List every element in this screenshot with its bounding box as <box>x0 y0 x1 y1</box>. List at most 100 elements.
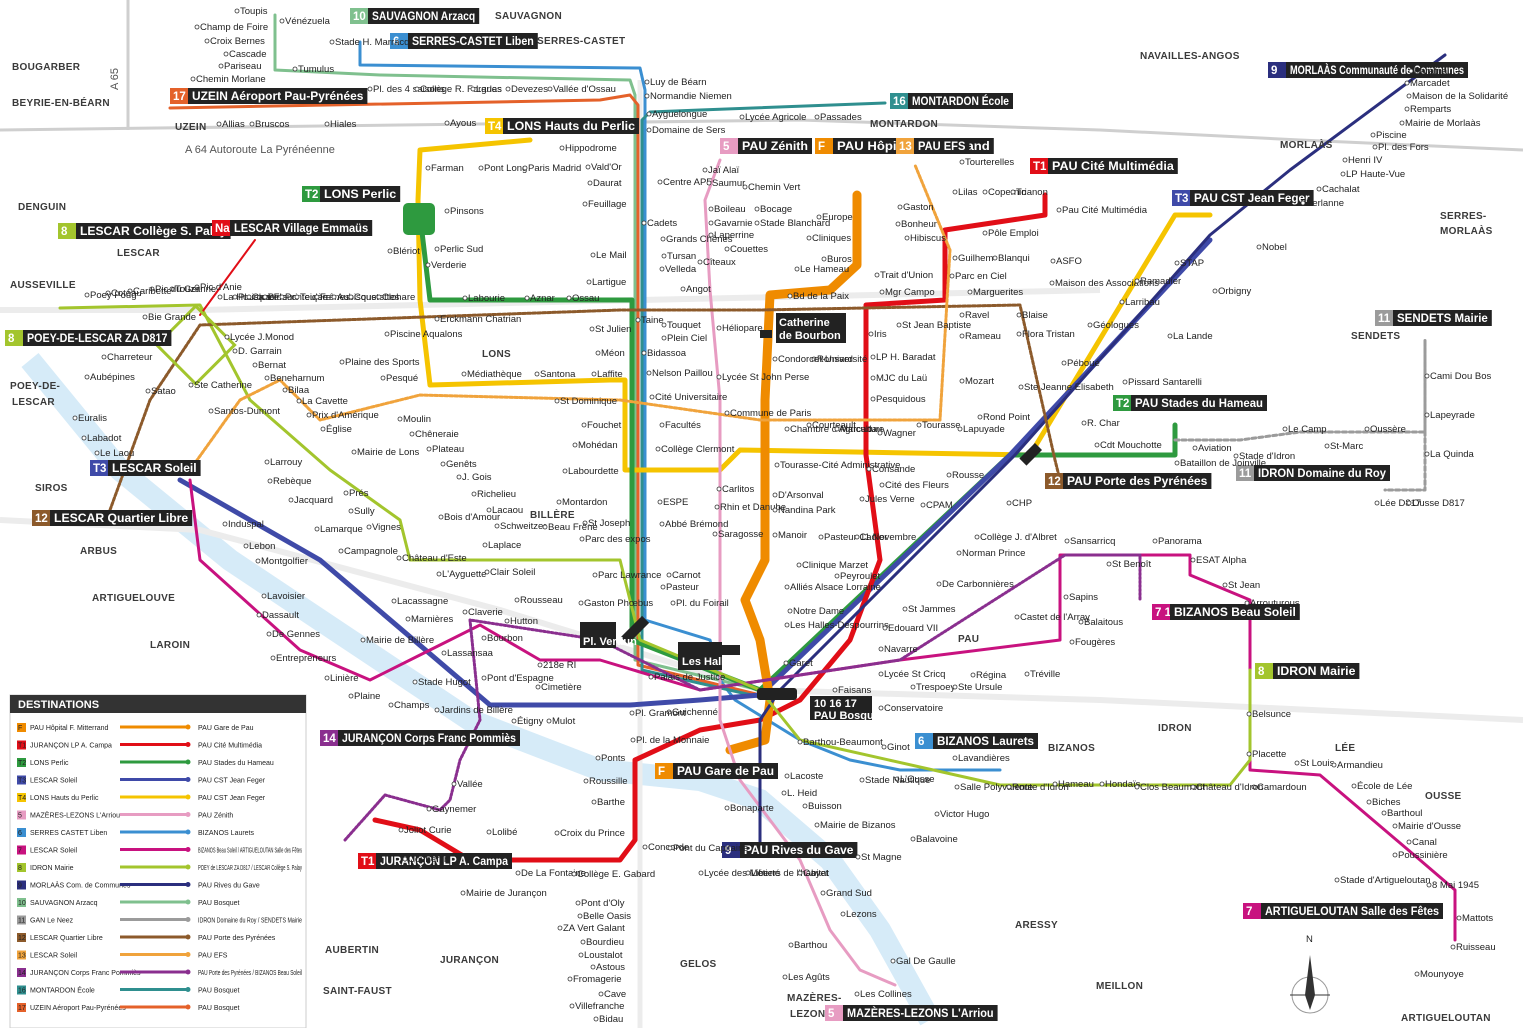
stop-label[interactable]: Santos-Dumont <box>214 406 280 417</box>
stop-label[interactable]: STAP <box>1180 258 1204 269</box>
stop-label[interactable]: Tourterelles <box>965 157 1014 168</box>
stop-label[interactable]: Barthou-Beaumont <box>803 737 883 748</box>
stop-label[interactable]: Cîteaux <box>703 257 736 268</box>
stop-label[interactable]: Mulot <box>552 716 576 727</box>
stop-label[interactable]: Charreteur <box>107 352 152 363</box>
stop-label[interactable]: Farman <box>431 163 464 174</box>
stop-label[interactable]: Bie Grande <box>148 312 196 323</box>
stop-label[interactable]: Balavoine <box>916 834 958 845</box>
stop-label[interactable]: Hibiscus <box>910 233 946 244</box>
stop-label[interactable]: Taine <box>641 315 664 326</box>
stop-label[interactable]: Cachalat <box>1322 184 1360 195</box>
stop-label[interactable]: Plateau <box>432 444 464 455</box>
stop-label[interactable]: Dassault <box>262 610 299 621</box>
stop-label[interactable]: Edouard VII <box>888 623 938 634</box>
stop-label[interactable]: Croix du Prince <box>560 828 625 839</box>
stop-label[interactable]: Labourie <box>468 293 505 304</box>
stop-label[interactable]: ESAT Alpha <box>1196 555 1247 566</box>
stop-label[interactable]: Le Hameau <box>800 264 849 275</box>
stop-label[interactable]: Aznar <box>530 293 555 304</box>
stop-label[interactable]: D'Arsonval <box>778 490 824 501</box>
stop-label[interactable]: Pont du Capitaine <box>673 843 749 854</box>
stop-label[interactable]: Lycée Agricole <box>745 112 806 123</box>
stop-label[interactable]: Pont d'Oly <box>581 898 625 909</box>
stop-label[interactable]: Bd de la Paix <box>793 291 849 302</box>
stop-label[interactable]: Hameau <box>1058 779 1094 790</box>
stop-label[interactable]: Trait d'Union <box>880 270 933 281</box>
stop-label[interactable]: Hiales <box>330 119 357 130</box>
stop-label[interactable]: Cité Universitaire <box>655 392 727 403</box>
stop-label[interactable]: Cascade <box>229 49 267 60</box>
stop-label[interactable]: Salle Polyvalente <box>960 782 1033 793</box>
stop-label[interactable]: Bilaa <box>288 385 310 396</box>
stop-label[interactable]: Lycée des Métiers de l'habitat <box>704 868 829 879</box>
stop-label[interactable]: Prix d'Amérique <box>312 410 379 421</box>
stop-label[interactable]: Conservatoire <box>884 703 943 714</box>
stop-label[interactable]: Lapeyrade <box>1430 410 1475 421</box>
stop-label[interactable]: Daurat <box>593 178 622 189</box>
stop-label[interactable]: LP H. Baradat <box>876 352 936 363</box>
stop-label[interactable]: Labourdette <box>568 466 619 477</box>
stop-label[interactable]: Verderie <box>431 260 466 271</box>
stop-label[interactable]: Orbigny <box>1218 286 1252 297</box>
stop-label[interactable]: Tumulus <box>298 64 334 75</box>
stop-label[interactable]: Ponteique <box>285 292 328 303</box>
stop-label[interactable]: Remparts <box>1410 104 1451 115</box>
stop-label[interactable]: Pissard Santarelli <box>1128 377 1202 388</box>
stop-label[interactable]: Caribette <box>133 286 172 297</box>
stop-label[interactable]: Campagnole <box>344 546 398 557</box>
stop-label[interactable]: Rousse <box>952 470 984 481</box>
stop-label[interactable]: Larlas <box>476 84 502 95</box>
stop-label[interactable]: Pic du Ger <box>155 284 200 295</box>
stop-label[interactable]: Lassansaa <box>447 648 494 659</box>
stop-label[interactable]: Astous <box>596 962 625 973</box>
stop-label[interactable]: Jacquard <box>294 495 333 506</box>
stop-label[interactable]: Mairie de Morlaàs <box>1405 118 1481 129</box>
stop-label[interactable]: Marnières <box>411 614 453 625</box>
stop-label[interactable]: Cimetière <box>541 682 582 693</box>
stop-label[interactable]: Domaine de Sers <box>652 125 726 136</box>
stop-label[interactable]: Barthou <box>794 940 827 951</box>
stop-label[interactable]: Nandina Park <box>778 505 836 516</box>
stop-label[interactable]: Parc des expos <box>585 534 651 545</box>
stop-label[interactable]: Linière <box>330 673 359 684</box>
stop-label[interactable]: Aviation <box>1198 443 1232 454</box>
stop-label[interactable]: Canal <box>1412 837 1437 848</box>
stop-label[interactable]: Loustalot <box>584 950 623 961</box>
stop-label[interactable]: Collège Clermont <box>661 444 735 455</box>
stop-label[interactable]: Pl. Gramont <box>635 708 686 719</box>
stop-label[interactable]: Ginot <box>887 742 910 753</box>
stop-label[interactable]: J. Gois <box>462 472 492 483</box>
stop-label[interactable]: R. Char <box>1087 418 1120 429</box>
stop-label[interactable]: Prés <box>349 488 369 499</box>
stop-label[interactable]: Nobel <box>1262 242 1287 253</box>
stop-label[interactable]: Sapins <box>1069 592 1098 603</box>
stop-label[interactable]: St Jean <box>1228 580 1260 591</box>
stop-label[interactable]: Rebèque <box>273 476 312 487</box>
stop-label[interactable]: Henri IV <box>1348 155 1383 166</box>
stop-label[interactable]: Oussère <box>1370 424 1406 435</box>
stop-label[interactable]: Sansarricq <box>1070 536 1115 547</box>
stop-label[interactable]: Marcadau <box>840 424 882 435</box>
stop-label[interactable]: ESPE <box>663 497 688 508</box>
stop-label[interactable]: Jardins de Billère <box>440 705 513 716</box>
stop-label[interactable]: Pont Long <box>484 163 527 174</box>
stop-label[interactable]: Nelson Paillou <box>652 368 713 379</box>
stop-label[interactable]: Wagner <box>883 428 916 439</box>
stop-label[interactable]: Jaï Alaï <box>708 165 740 176</box>
stop-label[interactable]: Pariseau <box>224 61 262 72</box>
stop-label[interactable]: Gavarnie <box>714 218 753 229</box>
stop-label[interactable]: Entrepreneurs <box>276 653 336 664</box>
stop-label[interactable]: Rousseau <box>520 595 563 606</box>
stop-label[interactable]: Lacassagne <box>397 596 448 607</box>
